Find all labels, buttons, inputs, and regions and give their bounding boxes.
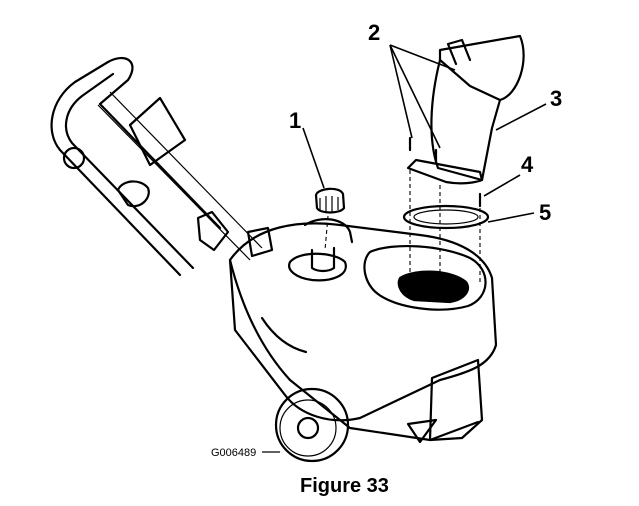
leader-lines — [302, 44, 547, 223]
handle-knob — [62, 146, 86, 170]
handle — [50, 56, 274, 277]
chute-ring — [402, 204, 490, 230]
bolts — [408, 136, 482, 208]
part-code: G006489 — [211, 447, 256, 459]
callout-2: 2 — [368, 20, 380, 45]
callout-1: 1 — [289, 108, 301, 133]
housing — [228, 218, 498, 444]
discharge-chute — [406, 34, 525, 185]
figure-caption: Figure 33 — [300, 475, 389, 497]
wheel — [274, 387, 350, 463]
fuel-cap — [314, 187, 346, 251]
callout-3: 3 — [550, 86, 562, 111]
callout-5: 5 — [539, 200, 551, 225]
callout-4: 4 — [521, 152, 534, 177]
assembly-guides — [409, 170, 481, 290]
